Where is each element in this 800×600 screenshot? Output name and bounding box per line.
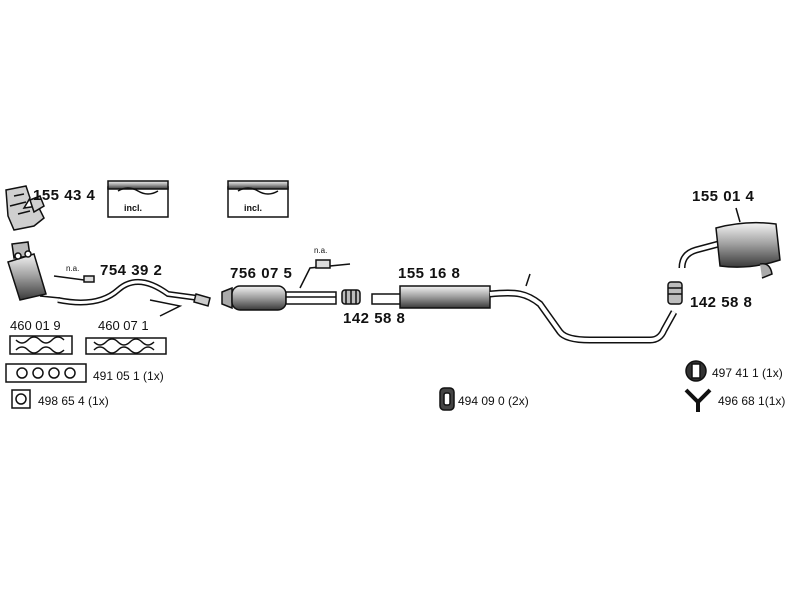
manifold-gasket	[5, 363, 87, 383]
label-142588-rear: 142 58 8	[690, 294, 753, 311]
rubber-mount-round	[685, 360, 707, 382]
rubber-mount	[439, 387, 455, 411]
flex-pipe-460071	[85, 337, 167, 355]
label-496681: 496 68 1(1x)	[718, 394, 786, 408]
rear-silencer	[678, 207, 781, 279]
exhaust-manifold	[5, 185, 45, 231]
label-497411: 497 41 1 (1x)	[712, 366, 783, 380]
note-na-front: n.a.	[66, 264, 80, 273]
flex-pipe-460019	[9, 335, 73, 355]
label-155014: 155 01 4	[692, 188, 755, 205]
flange-gasket	[11, 389, 31, 409]
label-155168: 155 16 8	[398, 265, 461, 282]
pipe-clamp-middle	[341, 289, 361, 305]
front-catalytic-converter	[7, 241, 211, 317]
exhaust-hanger	[684, 388, 712, 412]
catalytic-converter	[221, 259, 351, 311]
gasket-box-2	[227, 180, 289, 218]
label-498654: 498 65 4 (1x)	[38, 394, 109, 408]
note-incl-2: incl.	[244, 203, 263, 213]
label-460019: 460 01 9	[10, 318, 61, 333]
label-756075: 756 07 5	[230, 265, 293, 282]
label-142588-middle: 142 58 8	[343, 310, 406, 327]
gasket-box-1	[107, 180, 169, 218]
label-754392: 754 39 2	[100, 262, 163, 279]
label-491051: 491 05 1 (1x)	[93, 369, 164, 383]
label-155434: 155 43 4	[33, 187, 96, 204]
pipe-clamp-rear	[667, 281, 683, 305]
label-494090: 494 09 0 (2x)	[458, 394, 529, 408]
note-na-middle: n.a.	[314, 246, 328, 255]
label-460071: 460 07 1	[98, 318, 149, 333]
center-silencer	[371, 273, 678, 344]
note-incl-1: incl.	[124, 203, 143, 213]
